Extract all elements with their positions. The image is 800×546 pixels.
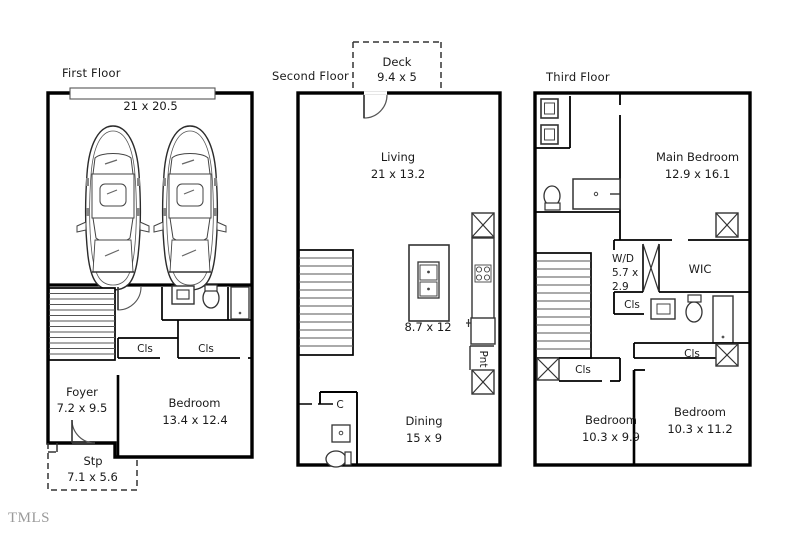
pantry-label: Pnt xyxy=(477,350,489,368)
washer-dryer-dimensions-line2: 2.9 xyxy=(612,281,629,293)
closet-first-floor-right: Cls xyxy=(198,343,214,355)
foyer-name: Foyer xyxy=(66,385,98,399)
washer-dryer-dimensions-line1: 5.7 x xyxy=(612,267,639,279)
washer-dryer-name: W/D xyxy=(612,253,635,265)
walk-in-closet-label: WIC xyxy=(688,262,712,276)
bedroom-right-third-floor-name: Bedroom xyxy=(673,405,726,419)
bedroom-left-third-floor-name: Bedroom xyxy=(584,413,637,427)
kitchen-dimensions: 8.7 x 12 xyxy=(404,320,452,334)
third-floor-title: Third Floor xyxy=(546,70,610,84)
closet-first-floor-left: Cls xyxy=(137,343,153,355)
dining-name: Dining xyxy=(405,414,443,428)
second-floor-geometry xyxy=(296,41,502,468)
closet-stair-third-floor: Cls xyxy=(575,364,591,376)
bedroom-first-floor-dimensions: 13.4 x 12.4 xyxy=(162,413,228,427)
tmls-watermark: TMLS xyxy=(8,510,51,526)
deck-name: Deck xyxy=(382,55,412,69)
stoop-dimensions: 7.1 x 5.6 xyxy=(67,470,118,484)
bedroom-right-third-floor-dimensions: 10.3 x 11.2 xyxy=(667,422,733,436)
foyer-dimensions: 7.2 x 9.5 xyxy=(56,401,108,415)
bedroom-first-floor-name: Bedroom xyxy=(168,396,221,410)
main-bedroom-name: Main Bedroom xyxy=(655,150,740,164)
garage-dimensions: 21 x 20.5 xyxy=(123,99,178,113)
first-floor-title: First Floor xyxy=(62,66,121,80)
stoop-name: Stp xyxy=(83,454,103,468)
deck-dimensions: 9.4 x 5 xyxy=(377,70,417,84)
closet-hall-third-floor: Cls xyxy=(684,348,700,360)
closet-washer-dryer: Cls xyxy=(624,299,640,311)
closet-second-floor: C xyxy=(336,399,344,411)
main-bedroom-dimensions: 12.9 x 16.1 xyxy=(664,167,731,181)
third-floor-geometry xyxy=(533,91,752,467)
living-name: Living xyxy=(380,150,416,164)
dining-dimensions: 15 x 9 xyxy=(405,431,443,445)
first-floor-geometry xyxy=(46,87,254,491)
second-floor-title: Second Floor xyxy=(272,69,349,83)
bedroom-left-third-floor-dimensions: 10.3 x 9.9 xyxy=(581,430,640,444)
living-dimensions: 21 x 13.2 xyxy=(370,167,426,181)
